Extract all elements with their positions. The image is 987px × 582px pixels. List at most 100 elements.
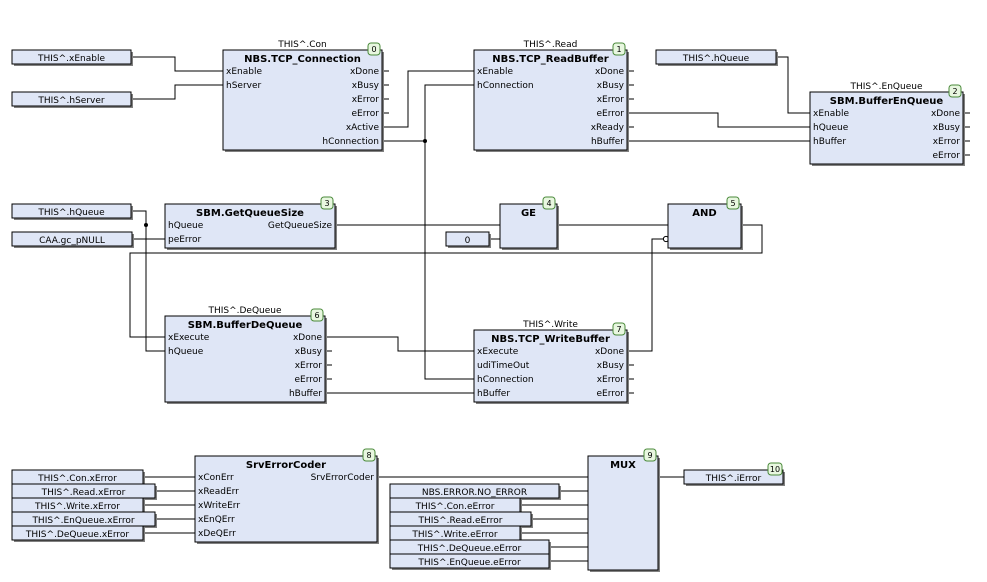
function-block-b9[interactable]: MUX 9 [587,448,660,572]
execution-order-badge [362,448,376,462]
execution-order-label: 9 [647,451,652,460]
execution-order-label: 8 [366,451,371,460]
wire [325,336,474,352]
variable-box[interactable]: THIS^.iError [683,469,785,486]
function-block-b3[interactable]: SBM.GetQueueSizehQueuepeErrorGetQueueSiz… [164,196,337,250]
output-pin: xDone [293,333,322,343]
function-block-b2[interactable]: THIS^.EnQueueSBM.BufferEnQueuexEnablehQu… [809,82,965,166]
input-pin: xEnable [477,67,513,77]
output-pin: xDone [595,67,624,77]
variable-label: THIS^.Read.xError [41,488,126,498]
wire [131,210,165,352]
wire [627,238,664,352]
input-pin: hQueue [168,221,204,231]
variable-box[interactable]: THIS^.Con.xError [11,469,145,486]
variable-label: THIS^.DeQueue.eError [417,544,522,554]
variable-box[interactable]: CAA.gc_pNULL [11,231,134,248]
variable-label: THIS^.hQueue [37,208,105,218]
variable-label: THIS^.Write.xError [34,502,120,512]
block-type-name: NBS.TCP_ReadBuffer [492,54,608,65]
wire [131,56,223,72]
execution-order-label: 2 [952,87,957,96]
output-variable-order: 10 [767,462,783,476]
variable-label: THIS^.Con.xError [37,474,117,484]
execution-order-label: 4 [546,199,551,208]
variable-label: THIS^.Con.eError [415,502,495,512]
variable-box[interactable]: THIS^.Read.eError [389,511,533,528]
output-pin: xError [295,361,323,371]
variable-box[interactable]: THIS^.hQueue [655,49,778,66]
wire [131,84,223,100]
execution-order-badge [643,448,657,462]
input-pin: xEnable [226,67,262,77]
variable-label: THIS^.EnQueue.eError [417,558,521,568]
variable-box[interactable]: THIS^.hQueue [11,203,133,220]
variable-label: THIS^.hQueue [682,54,750,64]
input-pin: hConnection [477,81,534,91]
input-pin: xConErr [198,473,234,483]
input-pin: xDeQErr [198,529,236,539]
output-pin: xReady [591,123,625,133]
execution-order-label: 5 [730,199,735,208]
variable-box[interactable]: THIS^.EnQueue.xError [11,511,157,528]
function-block-b7[interactable]: THIS^.WriteNBS.TCP_WriteBufferxExecuteud… [473,320,629,404]
variable-box[interactable]: THIS^.xEnable [11,49,133,66]
variable-box[interactable]: THIS^.DeQueue.xError [11,525,145,542]
variable-box[interactable]: THIS^.Write.eError [389,525,522,542]
output-pin: xBusy [352,81,380,91]
variable-label: THIS^.iError [705,474,762,484]
block-type-name: MUX [610,460,636,471]
variable-box[interactable]: 0 [445,231,491,248]
block-type-name: SBM.BufferEnQueue [830,96,944,107]
junction-dot [423,139,427,143]
variable-box[interactable]: THIS^.Write.xError [11,497,145,514]
output-pin: eError [597,389,625,399]
variable-box[interactable]: THIS^.Con.eError [389,497,522,514]
output-pin: xBusy [933,123,961,133]
execution-order-label: 10 [770,465,780,474]
variable-label: THIS^.EnQueue.xError [31,516,134,526]
function-block-b8[interactable]: SrvErrorCoderxConErrxReadErrxWriteErrxEn… [194,448,379,544]
function-block-b0[interactable]: THIS^.ConNBS.TCP_ConnectionxEnablehServe… [222,40,384,152]
input-pin: peError [168,235,201,245]
output-pin: eError [352,109,380,119]
execution-order-badge [612,322,626,336]
block-instance-name: THIS^.Read [523,40,578,50]
variable-label: THIS^.DeQueue.xError [25,530,129,540]
block-instance-name: THIS^.Con [277,40,327,50]
function-block-b4[interactable]: GE4 [499,196,559,250]
block-type-name: SBM.BufferDeQueue [188,320,303,331]
output-pin: eError [933,151,961,161]
block-type-name: NBS.TCP_WriteBuffer [491,334,610,345]
variable-label: NBS.ERROR.NO_ERROR [422,488,527,498]
output-pin: hBuffer [591,137,624,147]
variable-box[interactable]: NBS.ERROR.NO_ERROR [389,483,561,500]
execution-order-badge [367,42,381,56]
variable-label: THIS^.xEnable [37,54,105,64]
function-block-b6[interactable]: THIS^.DeQueueSBM.BufferDeQueuexExecutehQ… [164,306,327,404]
input-pin: hQueue [168,347,204,357]
execution-order-badge [320,196,334,210]
input-pin: xReadErr [198,487,239,497]
input-pin: xExecute [168,333,210,343]
input-pin: hBuffer [813,137,846,147]
output-pin: xActive [346,123,380,133]
output-pin: xError [933,137,961,147]
input-pin: xEnable [813,109,849,119]
variable-box[interactable]: THIS^.EnQueue.eError [389,553,551,570]
execution-order-label: 1 [616,45,621,54]
input-pin: xExecute [477,347,519,357]
wires [129,56,970,562]
wire [776,56,810,114]
block-type-name: SBM.GetQueueSize [196,208,304,219]
variable-box[interactable]: THIS^.hServer [11,91,133,108]
execution-order-badge [310,308,324,322]
output-pin: xBusy [597,81,625,91]
output-pin: xError [352,95,380,105]
wire [382,84,474,142]
junction-dot [144,223,148,227]
output-pin: xBusy [597,361,625,371]
output-pin: hConnection [322,137,379,147]
